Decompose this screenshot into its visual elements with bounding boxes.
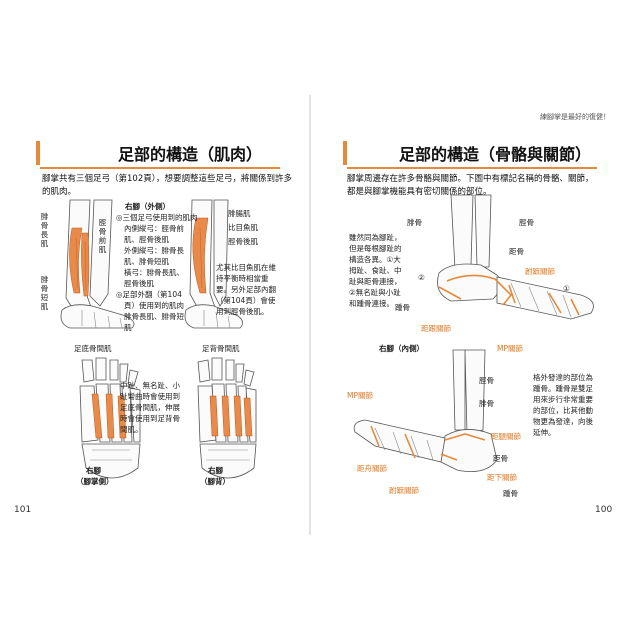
- label-tibialis-anterior: 脛骨前肌: [98, 218, 107, 254]
- sole-note-line: 足底骨間肌，伸展: [120, 403, 180, 412]
- left-page: 足部的構造（肌肉） 腳掌共有三個足弓（第102頁），想要調整這些足弓，將關係到許…: [0, 0, 309, 620]
- foot-skeleton-inner-illustration: [353, 349, 498, 473]
- outer-note-line: 趾與距骨連接，: [349, 277, 402, 286]
- sole-caption-2: （腳掌側）: [76, 477, 114, 486]
- right-page-number: 100: [595, 505, 613, 515]
- sole-note-line: 趾彎曲時會使用到: [120, 392, 180, 401]
- inner-note-line: 格外發達的部位為: [533, 373, 593, 382]
- label-soleus: 比目魚肌: [228, 223, 258, 232]
- outer-note-line: 但是每根腳趾的: [349, 244, 402, 253]
- arch-note-line: 外側縱弓：腓骨長: [124, 246, 184, 255]
- outer-note-line: 拇趾、食趾、中: [349, 266, 402, 275]
- label-talocrural: 距腿關節: [491, 432, 521, 441]
- label-plantar-interossei: 足底骨間肌: [74, 344, 112, 353]
- soleus-note-line: 用到脛骨後肌。: [216, 307, 269, 316]
- inner-note-line: 的部位，比其他動: [533, 406, 593, 415]
- soleus-note-line: 尤其比目魚肌在維: [216, 263, 276, 272]
- label-tibialis-posterior: 脛骨後肌: [228, 237, 258, 246]
- plantar-interosseous-muscle: [91, 393, 103, 439]
- inner-foot-side-label: 右腳（內側）: [379, 344, 424, 353]
- right-page-title: 足部的構造（骨骼與關節）: [399, 145, 592, 164]
- sole-caption-1: 右腳: [86, 466, 101, 475]
- calf-muscle-illustration: [184, 199, 243, 329]
- plantar-interosseous-muscle: [117, 395, 127, 439]
- dorsal-caption-2: （腳背）: [200, 477, 230, 486]
- arch-note-line: 肌、腓骨短肌: [124, 257, 169, 266]
- arch-note-line: 肌、脛骨後肌: [124, 235, 169, 244]
- leg-side-label: 右腳（外側）: [125, 202, 170, 211]
- label-gastrocnemius: 腓腸肌: [228, 209, 251, 218]
- dorsal-interosseous-muscle: [233, 395, 243, 437]
- left-lead-text: 腳掌共有三個足弓（第102頁），想要調整這些足弓，將關係到許多的肌肉。: [42, 174, 292, 197]
- arch-note-line: 內側縱弓：脛骨前: [124, 224, 184, 233]
- label-talus-inner: 距骨: [493, 454, 508, 463]
- inner-note-line: 物更為發達，向後: [533, 417, 593, 426]
- soleus-note-line: 要。另外足部內翻: [216, 285, 276, 294]
- soleus-note-line: 持平衡時相當重: [216, 274, 269, 283]
- label-calcaneus-inner: 踵骨: [503, 489, 518, 498]
- arch-note-line: 頁）使用到的肌肉: [124, 301, 184, 310]
- label-talocalcaneal-outer: 距跟關節: [421, 324, 451, 333]
- arch-note-line: 肌: [124, 323, 132, 332]
- arch-note-line: 橫弓：腓骨長肌、: [124, 268, 184, 277]
- right-page: 練腳掌是最好的復健！ 足部的構造（骨骼與關節） 腳掌周邊存在許多骨骼與關節。下圖…: [311, 0, 620, 620]
- dorsal-interossei-illustration: [197, 357, 257, 479]
- label-tarsometatarsal-inner: 跗蹠關節: [389, 486, 419, 495]
- dorsal-interosseous-muscle: [221, 395, 231, 437]
- dorsal-interosseous-muscle: [243, 397, 253, 437]
- dorsal-interosseous-muscle: [209, 395, 219, 437]
- inner-note-line: 延伸。: [533, 428, 556, 437]
- plantar-interosseous-muscle: [105, 393, 115, 439]
- outer-note-line: 雖然同為腳趾，: [349, 233, 402, 242]
- label-calcaneus-outer: 踵骨: [395, 303, 410, 312]
- label-num2: ②: [418, 273, 425, 282]
- left-page-number: 101: [14, 505, 32, 515]
- label-fibula-inner: 腓骨: [479, 399, 494, 408]
- label-num1: ①: [563, 284, 570, 293]
- outer-note-line: 構造各異。①大: [349, 255, 401, 264]
- label-mp-outer: MP關節: [497, 344, 523, 353]
- running-head: 練腳掌是最好的復健！: [540, 113, 610, 121]
- label-subtalar: 距下關節: [487, 473, 517, 482]
- label-tarsometatarsal-outer: 跗蹠關節: [525, 267, 555, 276]
- label-fibula-outer: 腓骨: [407, 218, 422, 227]
- label-talonavicular: 距舟關節: [357, 464, 387, 473]
- sole-note-line: 時會使用到足背骨: [120, 414, 180, 423]
- arch-note-line: ◎足部外翻（第104: [116, 290, 182, 299]
- right-lead-text: 腳掌周邊存在許多骨骼與關節。下圖中有標記名稱的骨骼、關節，都是與腳掌機能具有密切…: [347, 174, 594, 197]
- arch-note-heading: ◎三個足弓使用到的肌肉: [116, 213, 198, 222]
- arch-note-line: 腓骨長肌、腓骨短: [124, 312, 184, 321]
- sole-note-line: 間肌。: [120, 425, 143, 434]
- soleus-note-line: （第104頁）會使: [216, 296, 276, 305]
- label-peroneus-longus: 腓骨長肌: [40, 212, 49, 248]
- lower-leg-muscle-illustration: [60, 199, 135, 329]
- soleus-muscle: [192, 217, 209, 294]
- inner-note-line: 踵骨。踵骨是雙足: [533, 384, 593, 393]
- label-mp-inner: MP關節: [347, 391, 373, 400]
- label-peroneus-brevis: 腓骨短肌: [40, 275, 49, 311]
- left-title-bar: 足部的構造（肌肉）: [36, 141, 280, 169]
- dorsal-caption-1: 右腳: [208, 466, 223, 475]
- book-gutter: [306, 95, 314, 535]
- label-dorsal-interossei: 足背骨間肌: [202, 344, 240, 353]
- label-tibia-outer: 脛骨: [519, 218, 534, 227]
- sole-interossei-illustration: [79, 357, 141, 479]
- inner-note-line: 用來步行非常重要: [533, 395, 593, 404]
- peroneus-brevis-muscle: [81, 232, 90, 297]
- label-tibia-inner: 脛骨: [479, 376, 494, 385]
- right-title-bar: 足部的構造（骨骼與關節）: [343, 141, 597, 169]
- outer-note-line: 和踵骨連接。: [349, 299, 394, 308]
- left-page-title: 足部的構造（肌肉）: [118, 145, 263, 164]
- peroneus-longus-muscle: [69, 227, 83, 294]
- label-talus-outer: 距骨: [509, 247, 524, 256]
- outer-note-line: ②無名趾與小趾: [349, 288, 401, 297]
- foot-skeleton-outer-illustration: [437, 194, 594, 320]
- sole-note-line: 中趾、無名趾、小: [120, 381, 180, 390]
- arch-note-line: 脛骨後肌: [124, 279, 154, 288]
